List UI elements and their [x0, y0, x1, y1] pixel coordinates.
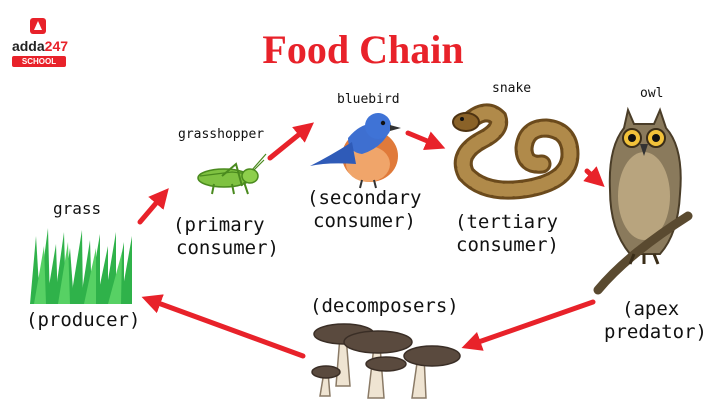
- logo-brand-text: adda: [11, 38, 45, 54]
- bluebird-icon: [310, 113, 401, 189]
- bluebird-name: bluebird: [337, 92, 400, 107]
- logo-mark-icon: [30, 18, 46, 34]
- grasshopper-role-line1: (primary: [173, 214, 265, 236]
- page-title: Food Chain: [262, 27, 464, 72]
- snake-role-line2: consumer): [456, 234, 559, 256]
- arrow-icon: [141, 294, 306, 359]
- arrow-icon: [137, 188, 169, 225]
- logo-brand: adda247: [10, 38, 70, 54]
- grasshopper-icon: [197, 153, 267, 195]
- snake-name: snake: [492, 81, 532, 96]
- arrow-icon: [461, 299, 596, 351]
- grass-icon: [30, 228, 132, 304]
- logo-brand-number: 247: [44, 38, 69, 54]
- arrow-icon: [267, 122, 314, 161]
- adda247-school-logo: adda247 SCHOOL: [10, 18, 68, 68]
- grass-role: (producer): [26, 309, 141, 331]
- logo-tagline: SCHOOL: [12, 56, 66, 67]
- owl-icon: [593, 106, 693, 295]
- grass-name: grass: [53, 199, 102, 218]
- arrow-icon: [405, 130, 446, 151]
- arrow-icon: [583, 166, 605, 188]
- decomposers-role: (decomposers): [310, 295, 459, 317]
- snake-icon: [452, 103, 580, 200]
- mushrooms-icon: [311, 323, 461, 399]
- owl-role-line1: (apex: [622, 298, 680, 320]
- bluebird-role-line2: consumer): [313, 210, 416, 232]
- owl-role-line2: predator): [604, 321, 707, 343]
- owl-name: owl: [640, 86, 664, 101]
- bluebird-role-line1: (secondary: [307, 187, 422, 209]
- snake-role-line1: (tertiary: [455, 211, 558, 233]
- grasshopper-name: grasshopper: [178, 127, 265, 142]
- grasshopper-role-line2: consumer): [176, 237, 279, 259]
